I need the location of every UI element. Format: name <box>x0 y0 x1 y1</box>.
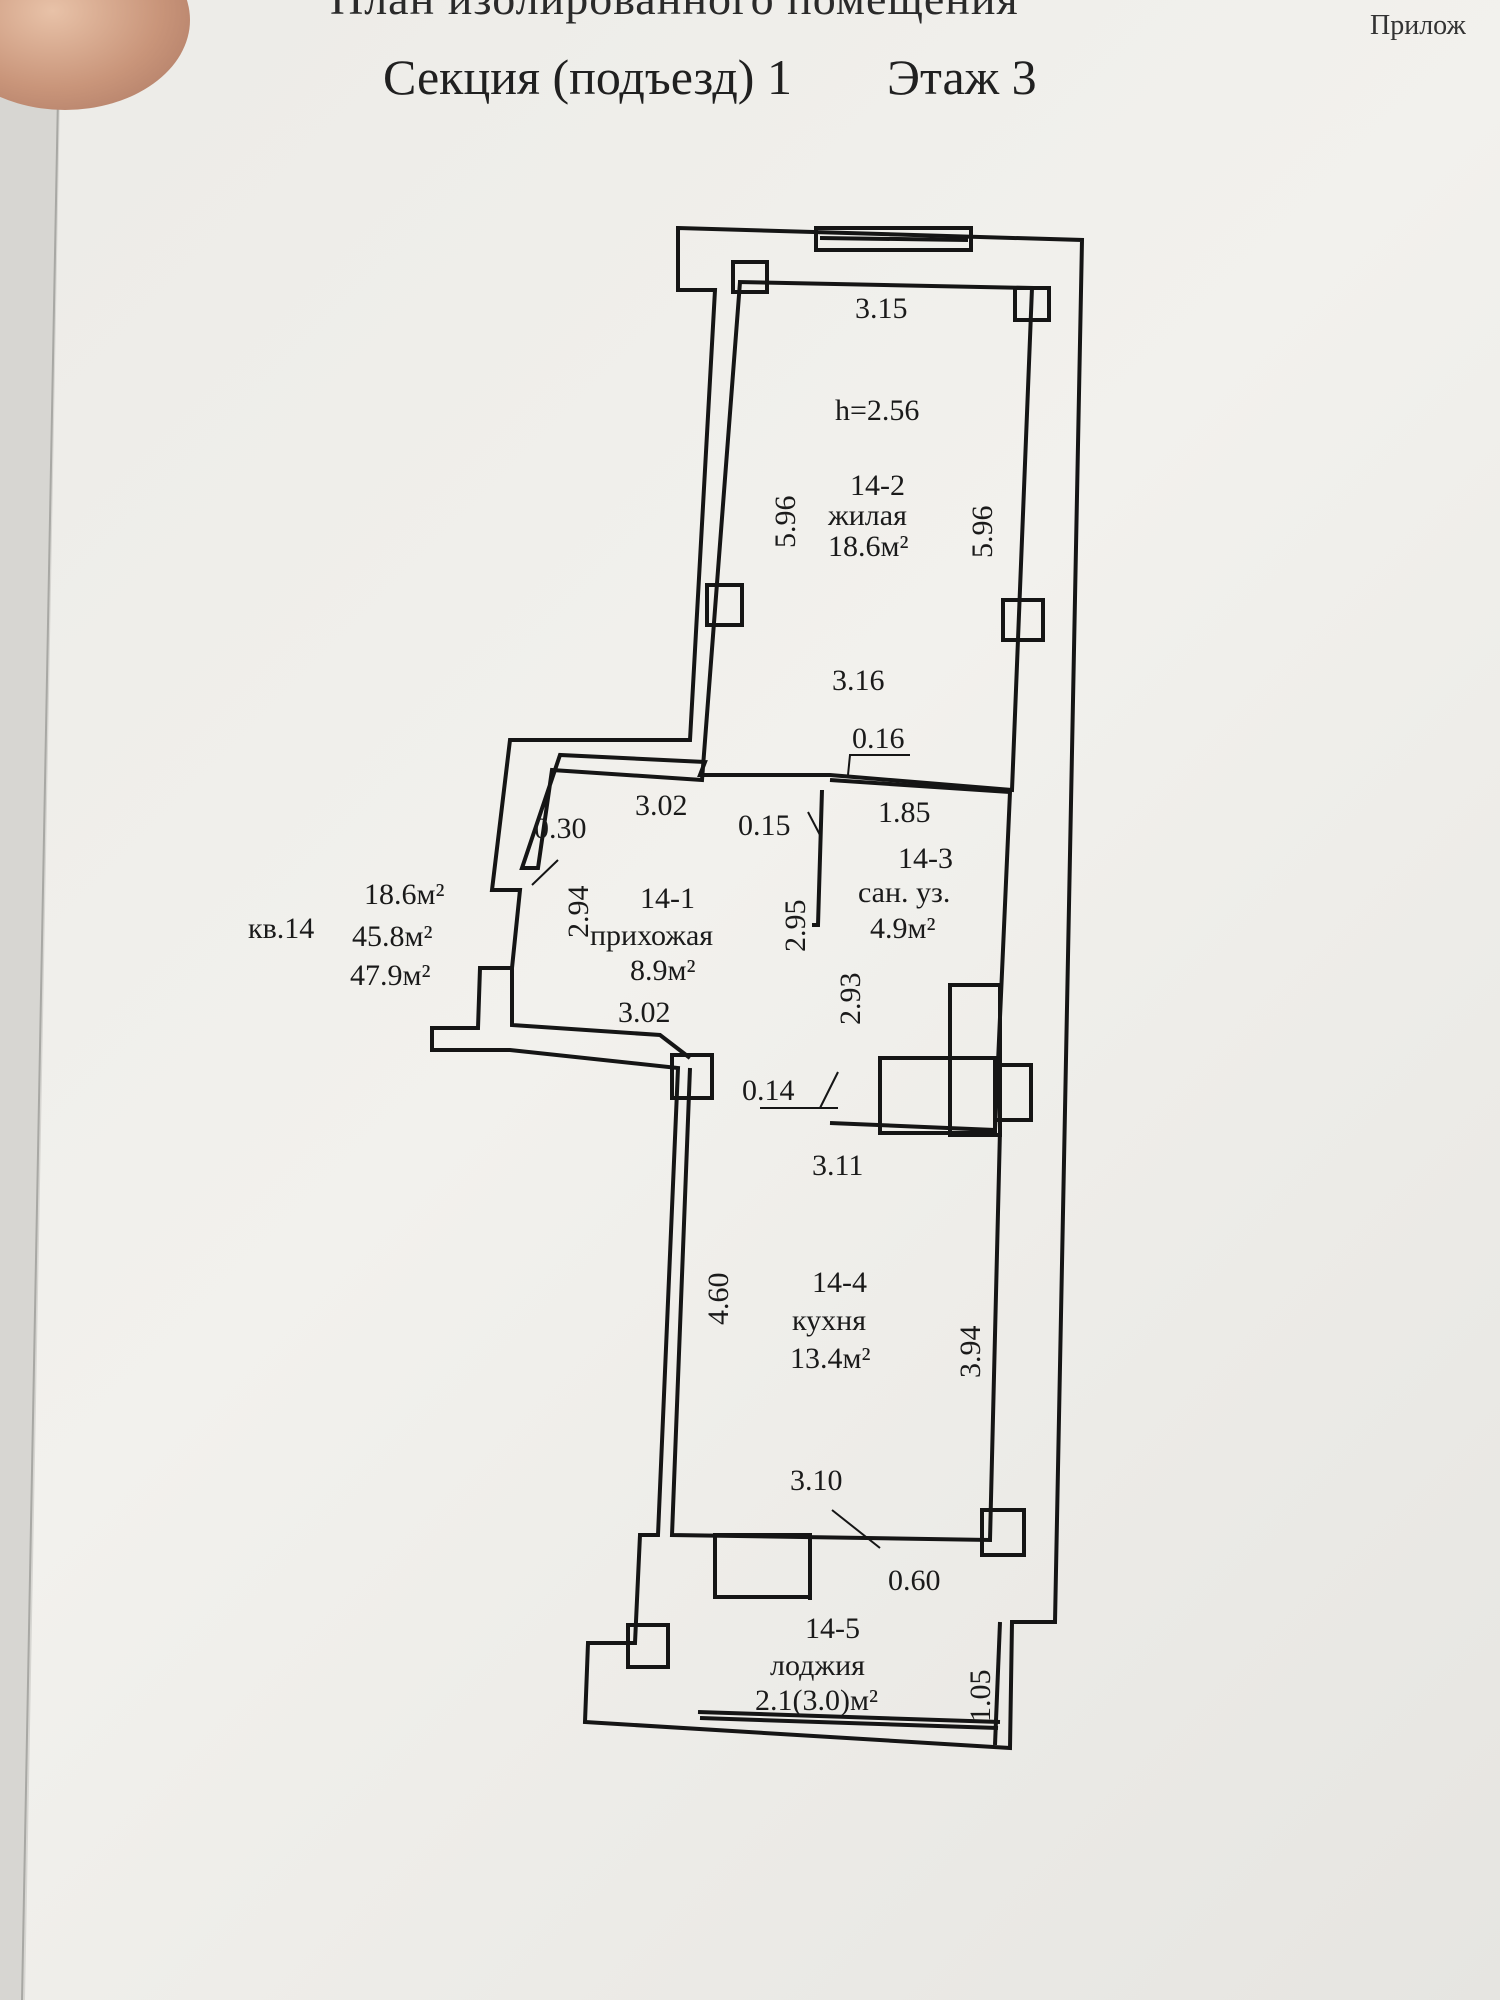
dim-living-left: 5.96 <box>769 496 802 549</box>
section-floor-line: Секция (подъезд) 1 Этаж 3 <box>383 48 1263 106</box>
room-14-3-area: 4.9м² <box>870 912 935 945</box>
apt-total-with-loggia: 47.9м² <box>350 959 430 992</box>
dim-kitchen-top: 3.11 <box>812 1149 863 1182</box>
dim-living-top: 3.15 <box>855 292 908 325</box>
kitchen-inner-wall <box>669 1067 1002 1543</box>
dim-kitchen-right: 3.94 <box>954 1326 987 1379</box>
room-14-2-id: 14-2 <box>850 469 905 502</box>
room-14-4-name: кухня <box>792 1304 866 1337</box>
bath-fixture <box>948 983 1002 1137</box>
room-14-3-name: сан. уз. <box>858 876 950 909</box>
pillar <box>1013 286 1051 322</box>
pillar <box>731 260 769 294</box>
living-room-inner-wall <box>519 280 1035 870</box>
dim-wall-015: 0.15 <box>738 809 791 842</box>
hall-bottom-wall <box>510 968 692 1060</box>
room-14-2-area: 18.6м² <box>828 530 908 563</box>
dim-hall-top: 3.02 <box>635 789 688 822</box>
dim-living-right: 5.96 <box>966 506 999 559</box>
room-14-1-name: прихожая <box>590 919 713 952</box>
dim-hall-left: 2.94 <box>562 886 595 939</box>
room-14-5-area: 2.1(3.0)м² <box>755 1684 878 1717</box>
pillar <box>705 583 744 627</box>
dim-wall-060: 0.60 <box>888 1564 941 1597</box>
room-14-5-name: лоджия <box>770 1649 865 1682</box>
bath-wall <box>829 778 1013 1133</box>
outer-wall <box>430 225 1085 1751</box>
room-14-1-area: 8.9м² <box>630 954 695 987</box>
dim-hall-right: 2.95 <box>779 900 812 953</box>
pillar <box>980 1508 1026 1557</box>
pillar <box>1001 598 1045 642</box>
room-height: h=2.56 <box>835 394 919 427</box>
dim-wall-030: 0.30 <box>534 812 587 845</box>
dim-living-bottom: 3.16 <box>832 664 885 697</box>
bath-fixture <box>878 1056 997 1135</box>
loggia-rail <box>697 1710 1001 1730</box>
pillar <box>626 1623 670 1669</box>
room-14-1-id: 14-1 <box>640 882 695 915</box>
room-14-2-name: жилая <box>827 499 907 532</box>
loggia-door <box>713 1533 812 1599</box>
apt-number: кв.14 <box>248 912 314 945</box>
dim-wall-016: 0.16 <box>852 722 905 755</box>
dim-loggia-right: 1.05 <box>964 1670 997 1723</box>
bath-inner-wall <box>812 789 824 927</box>
room-14-3-id: 14-3 <box>898 842 953 875</box>
room-14-4-area: 13.4м² <box>790 1342 870 1375</box>
dim-kitchen-left: 4.60 <box>702 1273 735 1326</box>
pillar <box>670 1053 714 1100</box>
appendix-label: Прилож <box>1370 10 1466 41</box>
floor-label: Этаж 3 <box>886 49 1037 105</box>
apt-living-area: 18.6м² <box>364 878 444 911</box>
plan-title: План изолированного помещения <box>330 0 1230 25</box>
dim-bath-left: 2.93 <box>834 973 867 1026</box>
room-14-4-id: 14-4 <box>812 1266 867 1299</box>
dim-wall-014: 0.14 <box>742 1074 795 1107</box>
dim-kitchen-bottom: 3.10 <box>790 1464 843 1497</box>
room-14-5-id: 14-5 <box>805 1612 860 1645</box>
dim-hall-bottom: 3.02 <box>618 996 671 1029</box>
top-window <box>814 226 973 252</box>
loggia-side <box>993 1621 1002 1746</box>
apt-total-area: 45.8м² <box>352 920 432 953</box>
dim-bath-top: 1.85 <box>878 796 931 829</box>
section-label: Секция (подъезд) 1 <box>383 49 792 105</box>
